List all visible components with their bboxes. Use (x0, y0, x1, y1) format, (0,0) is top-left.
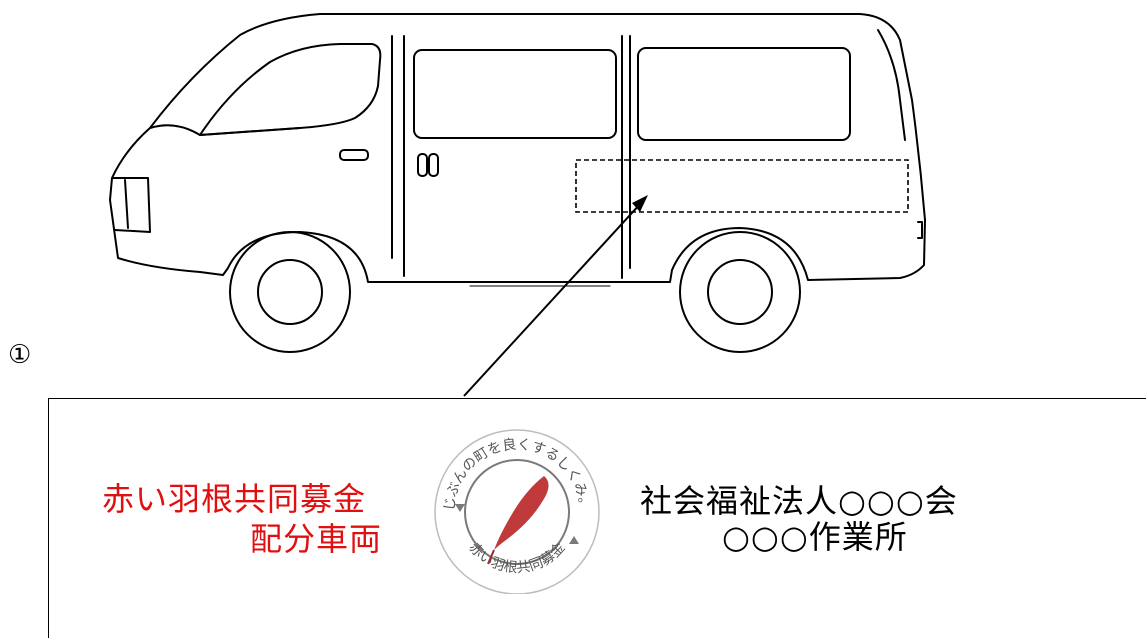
front-door-handle (339, 149, 369, 161)
door-pillar-rear (621, 35, 631, 279)
red-feather-icon (487, 476, 549, 565)
signage-area-dashed (575, 159, 909, 213)
red-feather-logo: じぶんの町を良くするしくみ。 赤い羽根共同募金 (434, 429, 600, 594)
headlight (112, 177, 151, 233)
side-window-middle (413, 49, 617, 139)
fund-subtitle: 配分車両 (250, 520, 383, 558)
rear-wheel-outer (679, 231, 801, 353)
organization-name: 社会福祉法人○○○会 (640, 482, 958, 520)
rear-wheel-inner (707, 259, 773, 325)
svg-text:赤い羽根共同募金: 赤い羽根共同募金 (465, 540, 568, 577)
fund-title: 赤い羽根共同募金 (102, 480, 367, 518)
door-pillar-front (391, 35, 405, 277)
office-name: ○○○作業所 (722, 518, 908, 556)
front-wheel-inner (257, 259, 323, 325)
step-marker: ① (8, 340, 32, 370)
signage-panel (48, 398, 1146, 638)
front-wheel-outer (229, 231, 351, 353)
van-illustration (109, 13, 926, 397)
svg-text:じぶんの町を良くするしくみ。: じぶんの町を良くするしくみ。 (442, 437, 593, 512)
logo-outer-ring (434, 429, 600, 594)
logo-top-text: じぶんの町を良くするしくみ。 (442, 437, 593, 512)
pointer-arrow (463, 195, 648, 397)
hood-line (149, 124, 301, 136)
side-window-rear (637, 47, 851, 141)
logo-inner-ring (464, 459, 570, 565)
slide-door-handle-left (417, 153, 428, 177)
front-window (199, 43, 382, 136)
van-body-outline (109, 13, 926, 283)
slide-door-handle-right (428, 153, 439, 177)
logo-bottom-text: 赤い羽根共同募金 (465, 540, 568, 577)
